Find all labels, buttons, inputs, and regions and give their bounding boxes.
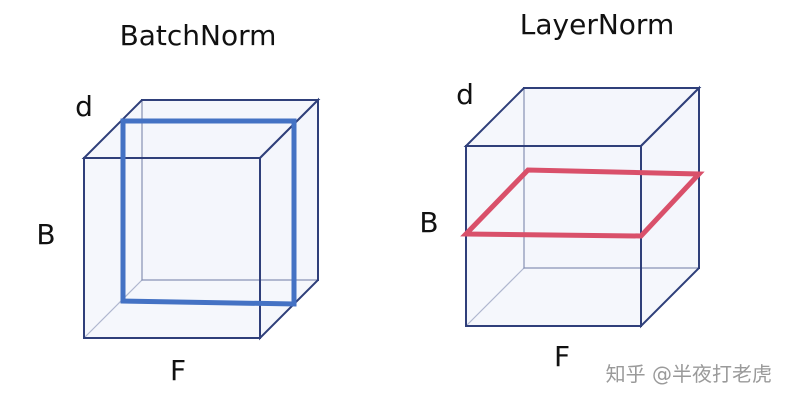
batchnorm-highlight-slice [120,118,297,307]
layernorm-title: LayerNorm [520,8,674,41]
layernorm-figure: LayerNorm d B F [419,8,705,373]
batchnorm-cube-edge [83,279,143,339]
watermark-text: 知乎 @半夜打老虎 [606,362,772,386]
layernorm-cube-edge [465,267,525,327]
batchnorm-axis-d-label: d [75,90,93,123]
layernorm-axis-d-label: d [456,78,474,111]
batchnorm-axis-f-label: F [170,354,186,387]
batchnorm-figure: BatchNorm d B F [36,19,321,387]
layernorm-highlight-slice [460,167,705,239]
layernorm-cube [463,85,702,329]
batchnorm-title: BatchNorm [120,19,277,52]
layernorm-axis-f-label: F [554,340,570,373]
batchnorm-axis-b-label: B [36,218,55,251]
layernorm-axis-b-label: B [419,206,438,239]
batchnorm-cube-front-face [83,157,261,339]
